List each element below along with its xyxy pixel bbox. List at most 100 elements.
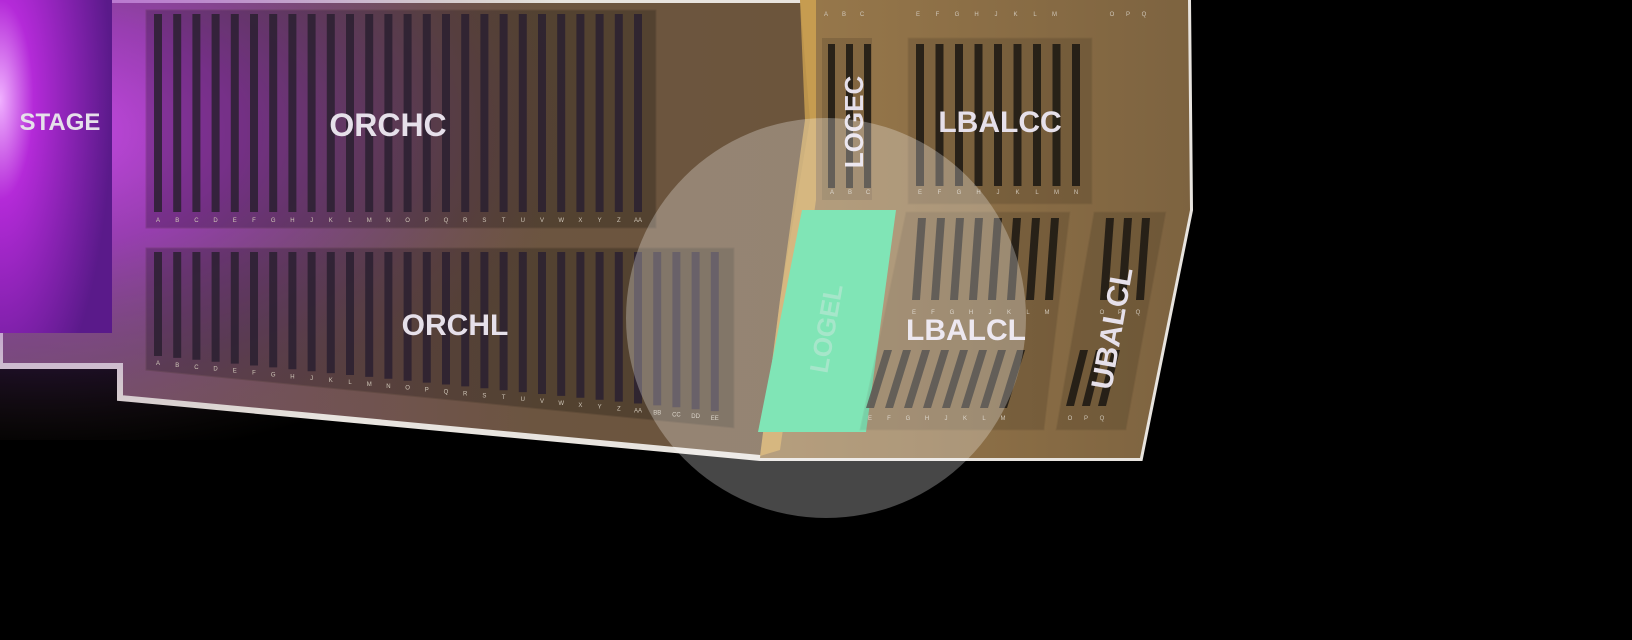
seat-row[interactable]: [307, 14, 316, 212]
seat-row[interactable]: [912, 218, 926, 300]
seat-row[interactable]: [634, 252, 642, 404]
seat-row[interactable]: [499, 252, 508, 391]
seat-row[interactable]: [173, 252, 182, 358]
seat-row[interactable]: [634, 14, 642, 212]
seat-row[interactable]: [288, 252, 297, 370]
seat-row[interactable]: [672, 252, 681, 408]
seat-row[interactable]: [1026, 218, 1040, 300]
seat-row[interactable]: [518, 14, 527, 212]
seat-row[interactable]: [1118, 218, 1132, 300]
seat-row[interactable]: [935, 44, 944, 186]
seat-row[interactable]: [442, 252, 450, 385]
seat-row[interactable]: [230, 14, 239, 212]
seat-row[interactable]: [864, 44, 871, 188]
seat-row[interactable]: [154, 14, 162, 212]
seat-row[interactable]: [173, 14, 182, 212]
seat-row[interactable]: [326, 252, 335, 374]
seat-row[interactable]: [250, 252, 258, 366]
seat-row[interactable]: [499, 14, 508, 212]
seat-row[interactable]: [1007, 218, 1021, 300]
seat-row[interactable]: [422, 252, 431, 383]
seat-row[interactable]: [994, 44, 1002, 186]
seat-row[interactable]: [480, 14, 489, 212]
seat-row[interactable]: [1033, 44, 1041, 186]
seat-row[interactable]: [365, 252, 374, 377]
seat-row[interactable]: [422, 14, 431, 212]
seat-row[interactable]: [1013, 44, 1022, 186]
seat-row[interactable]: [961, 350, 987, 408]
section-logel[interactable]: [758, 210, 896, 432]
row-letter: S: [482, 393, 486, 399]
seat-row[interactable]: [403, 252, 412, 381]
seat-row[interactable]: [653, 252, 662, 406]
stage[interactable]: [0, 0, 112, 333]
seat-row[interactable]: [999, 350, 1025, 408]
seat-row[interactable]: [576, 14, 585, 212]
seat-row[interactable]: [931, 218, 945, 300]
seat-row[interactable]: [595, 252, 604, 400]
seat-row[interactable]: [538, 252, 546, 394]
seat-row[interactable]: [1082, 350, 1104, 406]
seat-row[interactable]: [828, 44, 835, 188]
magnifier-lens[interactable]: [626, 118, 1026, 518]
seat-row[interactable]: [461, 252, 470, 387]
seat-row[interactable]: [384, 252, 393, 379]
seat-row[interactable]: [614, 252, 623, 402]
seat-row[interactable]: [942, 350, 968, 408]
seat-row[interactable]: [442, 14, 450, 212]
seat-row[interactable]: [885, 350, 911, 408]
seat-row[interactable]: [154, 252, 162, 356]
seat-row[interactable]: [250, 14, 258, 212]
seat-row[interactable]: [461, 14, 470, 212]
seat-row[interactable]: [326, 14, 335, 212]
seat-row[interactable]: [595, 14, 604, 212]
seat-row[interactable]: [403, 14, 412, 212]
seat-row[interactable]: [988, 218, 1002, 300]
seat-row[interactable]: [950, 218, 964, 300]
seat-row[interactable]: [969, 218, 983, 300]
seat-row[interactable]: [1098, 350, 1120, 406]
seat-row[interactable]: [866, 350, 892, 408]
seat-row[interactable]: [710, 252, 719, 412]
seat-row[interactable]: [538, 14, 546, 212]
seat-row[interactable]: [480, 252, 489, 389]
seat-row[interactable]: [346, 252, 354, 375]
seat-row[interactable]: [916, 44, 924, 186]
seat-row[interactable]: [269, 252, 278, 368]
seat-row[interactable]: [1045, 218, 1059, 300]
seat-row[interactable]: [518, 252, 527, 393]
seat-row[interactable]: [384, 14, 393, 212]
seat-row[interactable]: [904, 350, 930, 408]
seat-row[interactable]: [346, 14, 354, 212]
seat-row[interactable]: [307, 252, 316, 372]
seat-row[interactable]: [691, 252, 700, 410]
seat-row[interactable]: [1052, 44, 1061, 186]
seat-row[interactable]: [974, 44, 983, 186]
seat-row[interactable]: [923, 350, 949, 408]
seat-row[interactable]: [846, 44, 853, 188]
seat-row[interactable]: [1072, 44, 1080, 186]
seat-row[interactable]: [576, 252, 585, 398]
seat-row[interactable]: [211, 14, 220, 212]
seat-row[interactable]: [192, 14, 201, 212]
seat-row[interactable]: [1100, 218, 1114, 300]
seat-row[interactable]: [1136, 218, 1150, 300]
seat-row[interactable]: [211, 252, 220, 362]
seat-row[interactable]: [955, 44, 963, 186]
seat-row[interactable]: [288, 14, 297, 212]
seat-row[interactable]: [614, 14, 623, 212]
seat-row[interactable]: [365, 14, 374, 212]
seat-row[interactable]: [230, 252, 239, 364]
seat-row[interactable]: [269, 14, 278, 212]
seat-row[interactable]: [557, 14, 566, 212]
seat-row[interactable]: [980, 350, 1006, 408]
seat-row[interactable]: [557, 252, 566, 396]
seat-row[interactable]: [1066, 350, 1088, 406]
seat-row[interactable]: [192, 252, 201, 360]
